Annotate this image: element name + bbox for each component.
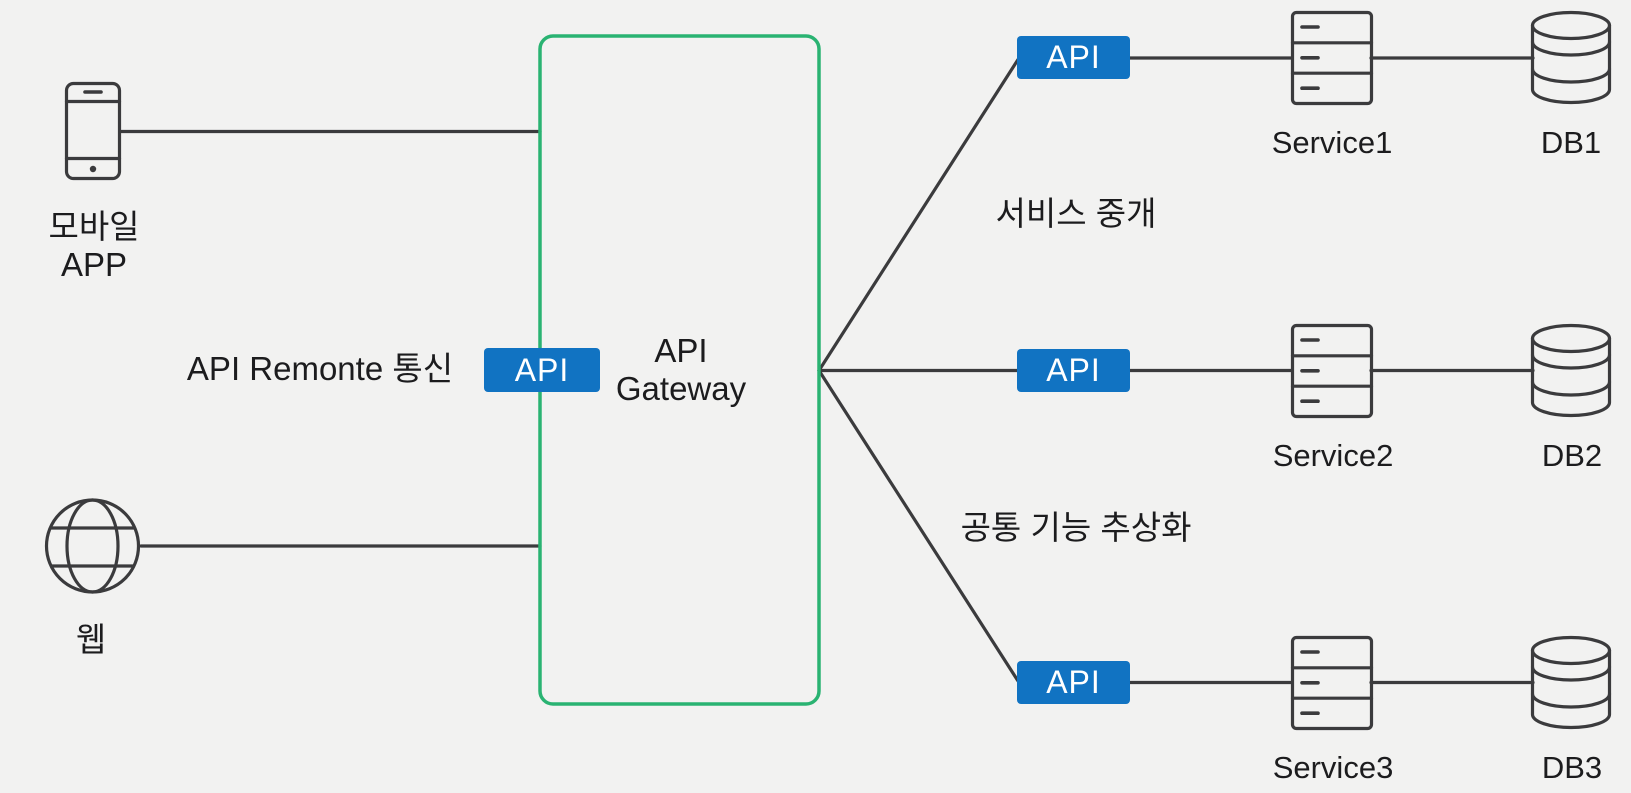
service1-label: Service1 bbox=[1271, 125, 1393, 160]
service-brokering-label: 서비스 중개 bbox=[995, 195, 1157, 232]
gateway-api-badge: API bbox=[484, 348, 600, 392]
db2-label: DB2 bbox=[1541, 438, 1603, 473]
globe-icon bbox=[44, 498, 141, 594]
server-icon-service2 bbox=[1290, 323, 1374, 419]
smartphone-icon bbox=[64, 81, 122, 181]
connector-gateway-api1 bbox=[817, 56, 1021, 373]
connector-gateway-api3 bbox=[817, 368, 1021, 685]
db1-label: DB1 bbox=[1540, 125, 1602, 160]
service1-api-badge: API bbox=[1017, 36, 1130, 79]
web-label: 웹 bbox=[75, 621, 107, 658]
api-remote-communication-label: API Remonte 통신 bbox=[186, 350, 454, 387]
api-gateway-label: API Gateway bbox=[615, 332, 747, 407]
server-icon-service1 bbox=[1290, 10, 1374, 106]
service2-label: Service2 bbox=[1272, 438, 1394, 473]
service3-api-badge: API bbox=[1017, 661, 1130, 704]
common-function-abstraction-label: 공통 기능 추상화 bbox=[960, 509, 1192, 546]
service3-label: Service3 bbox=[1272, 750, 1394, 785]
db3-label: DB3 bbox=[1541, 750, 1603, 785]
database-icon-db2 bbox=[1530, 323, 1612, 418]
server-icon-service3 bbox=[1290, 635, 1374, 731]
database-icon-db1 bbox=[1530, 10, 1612, 105]
database-icon-db3 bbox=[1530, 635, 1612, 730]
service2-api-badge: API bbox=[1017, 349, 1130, 392]
mobile-app-label: 모바일 APP bbox=[48, 208, 140, 283]
